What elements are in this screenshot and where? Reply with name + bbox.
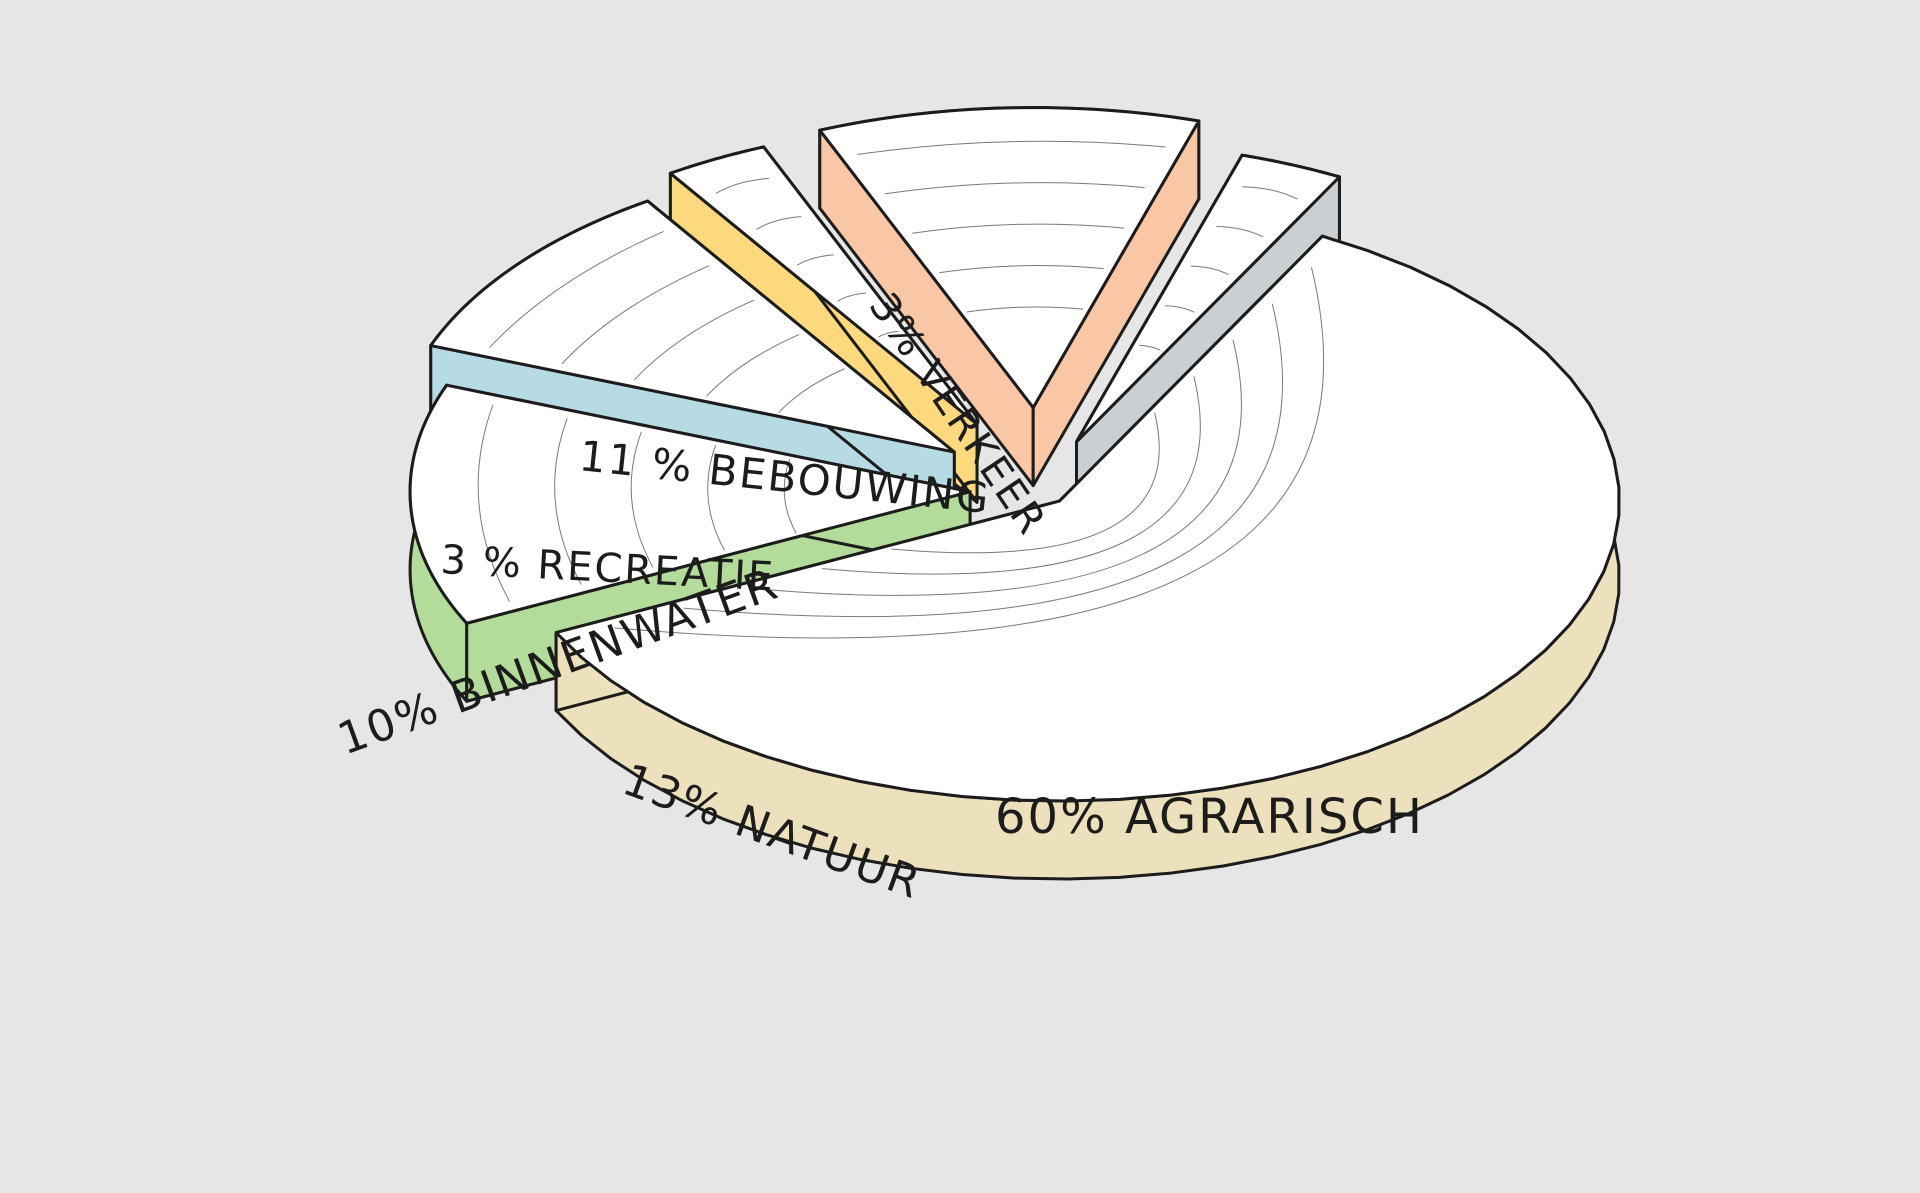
slice-agrarisch-top (554, 234, 1621, 803)
pie-slices (408, 106, 1621, 881)
slice-binnenwater-top (429, 199, 956, 454)
slice-bebouwing-sketch (857, 140, 1166, 313)
slice-bebouwing (818, 106, 1201, 488)
slice-binnenwater-sketch (489, 231, 845, 413)
slice-bebouwing-top (818, 106, 1201, 410)
slice-natuur-sketch (477, 404, 797, 602)
slice-verkeer-top (1075, 153, 1341, 444)
slice-recreatie-top (668, 145, 979, 426)
slice-agrarisch-sketch (614, 267, 1325, 639)
slice-verkeer-sketch (1139, 186, 1298, 351)
slice-natuur-top (408, 383, 972, 625)
slice-agrarisch (554, 234, 1621, 881)
label-agrarisch: 60% AGRARISCH (995, 789, 1424, 845)
slice-recreatie-sketch (715, 177, 899, 338)
